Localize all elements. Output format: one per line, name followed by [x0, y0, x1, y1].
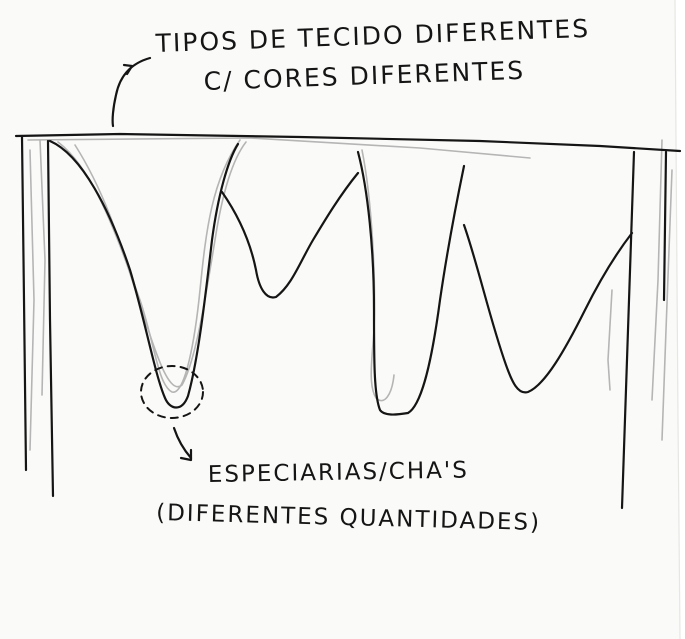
- top-annotation-arrow: [111, 56, 152, 128]
- spice-note-line-1: ESPECIARIAS/CHA'S: [208, 457, 469, 488]
- pencil-right-fringe: [607, 289, 613, 391]
- paper-edge: [674, 0, 681, 639]
- left-post: [20, 135, 28, 472]
- fabric-drape-1: [48, 139, 240, 409]
- pencil-right-leg: [651, 139, 663, 401]
- right-post-outer: [662, 150, 668, 302]
- pencil-left-leg-2: [29, 149, 35, 451]
- fabric-drape-3: [356, 150, 466, 416]
- pencil-drape-2: [361, 149, 395, 402]
- left-post-inner: [46, 139, 55, 498]
- bottom-arrow-head: [179, 448, 193, 462]
- pencil-top-bar: [27, 137, 531, 159]
- bottom-annotation-arrow: [172, 426, 193, 460]
- right-post: [620, 150, 636, 510]
- top-arrow-head: [122, 63, 134, 76]
- top-bar: [14, 132, 682, 153]
- pencil-drape-1: [57, 139, 241, 393]
- pencil-right-leg-2: [661, 169, 673, 441]
- fabric-drape-2: [220, 171, 360, 299]
- fabric-drape-4: [462, 223, 634, 394]
- pencil-underdrawing: [27, 137, 673, 451]
- pencil-left-leg: [39, 139, 46, 396]
- spice-highlight-circle: [140, 365, 204, 419]
- ink-drawing: [14, 56, 682, 510]
